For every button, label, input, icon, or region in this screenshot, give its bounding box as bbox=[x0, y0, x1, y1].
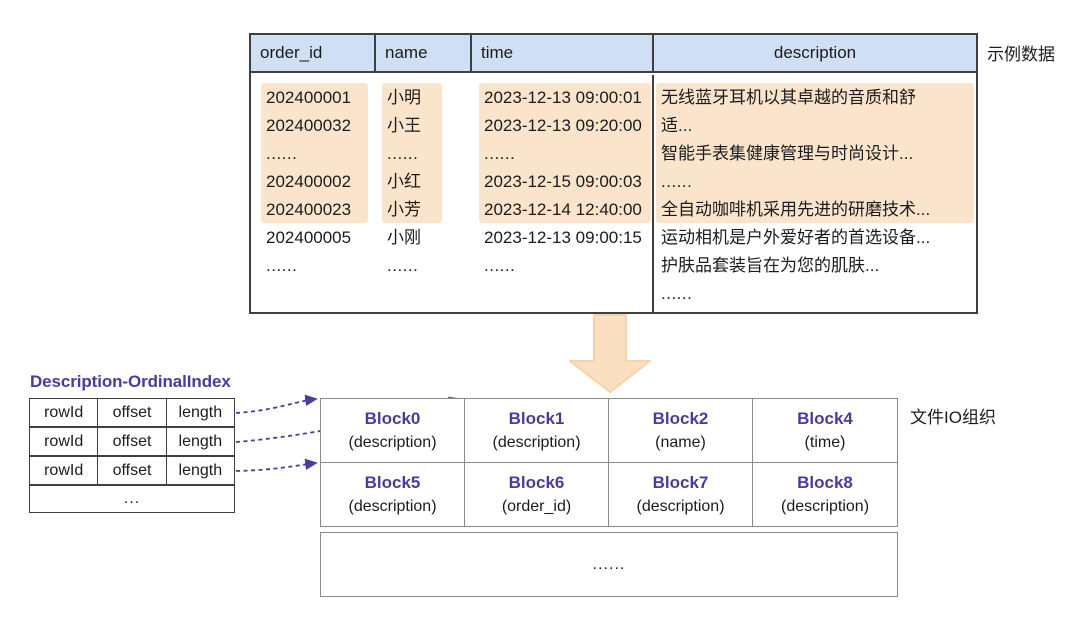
block-name: Block0 bbox=[364, 408, 421, 428]
index-cell-rowid: rowId bbox=[30, 399, 99, 426]
block-name: Block6 bbox=[508, 472, 565, 492]
block-name: Block2 bbox=[652, 408, 709, 428]
cell-description: 运动相机是户外爱好者的首选设备... bbox=[661, 228, 931, 247]
cell-order-id: 202400005 bbox=[266, 228, 352, 247]
cell-description: 智能手表集健康管理与时尚设计... bbox=[661, 144, 914, 163]
column-header-description-label: description bbox=[773, 43, 857, 62]
column-cells-description: 无线蓝牙耳机以其卓越的音质和舒 适... 智能手表集健康管理与时尚设计... .… bbox=[661, 84, 981, 308]
column-header-name: name bbox=[376, 35, 470, 71]
cell-order-id: 202400032 bbox=[266, 116, 352, 135]
body-divider-3 bbox=[652, 75, 654, 314]
cell-name: 小明 bbox=[387, 88, 421, 107]
column-cells-order-id: 202400001 202400032 ...... 202400002 202… bbox=[266, 84, 376, 280]
connector-arrow-1 bbox=[235, 394, 318, 414]
sample-data-table-header-row: order_id name time description bbox=[251, 35, 976, 73]
highlight-description bbox=[656, 83, 974, 223]
cell-time: ...... bbox=[484, 256, 516, 275]
index-row[interactable]: rowId offset length bbox=[29, 427, 235, 456]
index-cell-offset: offset bbox=[98, 399, 167, 426]
cell-description: 全自动咖啡机采用先进的研磨技术... bbox=[661, 200, 931, 219]
cell-order-id: ...... bbox=[266, 144, 298, 163]
index-row[interactable]: rowId offset length bbox=[29, 456, 235, 485]
block-name: Block5 bbox=[364, 472, 421, 492]
column-header-order-id: order_id bbox=[251, 35, 374, 71]
header-divider-3 bbox=[652, 35, 654, 73]
index-cell-rowid: rowId bbox=[30, 428, 99, 455]
cell-time: 2023-12-14 12:40:00 bbox=[484, 200, 642, 219]
index-cell-length: length bbox=[178, 432, 223, 450]
block-cell[interactable]: Block4 (time) bbox=[752, 398, 898, 463]
cell-description: 无线蓝牙耳机以其卓越的音质和舒 bbox=[661, 88, 916, 107]
block-cell[interactable]: Block0 (description) bbox=[320, 398, 465, 463]
column-cells-name: 小明 小王 ...... 小红 小芳 小刚 ...... bbox=[387, 84, 467, 280]
block-field: (description) bbox=[348, 497, 437, 515]
cell-time: 2023-12-13 09:20:00 bbox=[484, 116, 642, 135]
block-grid-more: ...... bbox=[320, 532, 898, 597]
block-name: Block8 bbox=[797, 472, 853, 492]
cell-time: 2023-12-13 09:00:01 bbox=[484, 88, 642, 107]
ordinal-index-title: Description-OrdinalIndex bbox=[30, 372, 231, 391]
cell-name: ...... bbox=[387, 256, 419, 275]
block-cell[interactable]: Block5 (description) bbox=[320, 462, 465, 527]
cell-time: 2023-12-15 09:00:03 bbox=[484, 172, 642, 191]
cell-description: 适... bbox=[661, 116, 693, 135]
column-header-name-label: name bbox=[385, 43, 428, 62]
block-field: (description) bbox=[636, 497, 725, 515]
block-field: (time) bbox=[804, 433, 846, 451]
cell-name: 小刚 bbox=[387, 228, 421, 247]
cell-name: ...... bbox=[387, 144, 419, 163]
sample-data-table: order_id name time description 202400001… bbox=[249, 33, 978, 314]
block-cell[interactable]: Block7 (description) bbox=[608, 462, 753, 527]
highlight-order-id bbox=[261, 83, 368, 223]
block-cell[interactable]: Block6 (order_id) bbox=[464, 462, 609, 527]
index-row[interactable]: rowId offset length bbox=[29, 398, 235, 427]
header-divider-2 bbox=[470, 35, 472, 73]
column-header-time: time bbox=[472, 35, 652, 71]
cell-description: 护肤品套装旨在为您的肌肤... bbox=[661, 256, 880, 275]
cell-time: 2023-12-13 09:00:15 bbox=[484, 228, 642, 247]
block-field: (description) bbox=[348, 433, 437, 451]
column-header-order-id-label: order_id bbox=[260, 43, 323, 62]
block-field: (name) bbox=[655, 433, 706, 451]
cell-name: 小王 bbox=[387, 116, 421, 135]
cell-order-id: ...... bbox=[266, 256, 298, 275]
sample-data-caption: 示例数据 bbox=[987, 45, 1055, 64]
index-cell-offset: offset bbox=[98, 428, 167, 455]
column-cells-time: 2023-12-13 09:00:01 2023-12-13 09:20:00 … bbox=[484, 84, 664, 280]
highlight-time bbox=[479, 83, 651, 223]
cell-order-id: 202400001 bbox=[266, 88, 352, 107]
cell-order-id: 202400002 bbox=[266, 172, 352, 191]
file-io-caption: 文件IO组织 bbox=[910, 408, 996, 427]
cell-description: ...... bbox=[661, 284, 693, 303]
index-row-more: ... bbox=[29, 485, 235, 513]
index-cell-offset: offset bbox=[98, 457, 167, 484]
block-name: Block1 bbox=[508, 408, 565, 428]
down-arrow-icon bbox=[569, 314, 651, 393]
block-name: Block7 bbox=[652, 472, 709, 492]
index-cell-rowid: rowId bbox=[30, 457, 99, 484]
header-divider-1 bbox=[374, 35, 376, 73]
block-field: (description) bbox=[492, 433, 581, 451]
index-cell-length: length bbox=[178, 461, 223, 479]
cell-name: 小红 bbox=[387, 172, 421, 191]
highlight-name bbox=[382, 83, 442, 223]
index-cell-length: length bbox=[178, 403, 223, 421]
cell-description: ...... bbox=[661, 172, 693, 191]
block-field: (order_id) bbox=[501, 497, 572, 515]
block-cell[interactable]: Block2 (name) bbox=[608, 398, 753, 463]
cell-name: 小芳 bbox=[387, 200, 421, 219]
column-header-description: description bbox=[654, 35, 976, 71]
block-cell[interactable]: Block8 (description) bbox=[752, 462, 898, 527]
block-name: Block4 bbox=[797, 408, 853, 428]
cell-order-id: 202400023 bbox=[266, 200, 352, 219]
column-header-time-label: time bbox=[481, 43, 514, 62]
block-field: (description) bbox=[780, 497, 870, 515]
block-cell[interactable]: Block1 (description) bbox=[464, 398, 609, 463]
ordinal-index-table: rowId offset length rowId offset length … bbox=[29, 398, 235, 513]
cell-time: ...... bbox=[484, 144, 516, 163]
connector-arrow-3 bbox=[235, 458, 318, 472]
